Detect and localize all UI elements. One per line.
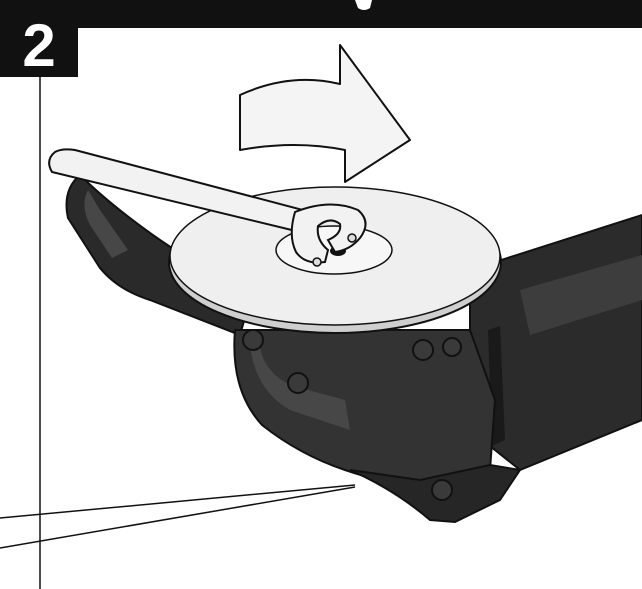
wrench-head bbox=[290, 203, 367, 264]
callout-line-1 bbox=[0, 484, 356, 519]
callout-line-2 bbox=[0, 486, 356, 549]
side-handle-highlight bbox=[84, 190, 128, 258]
grinder-housing-highlight bbox=[520, 255, 642, 335]
gear-head-highlight bbox=[250, 345, 350, 430]
spanner-wrench bbox=[48, 148, 367, 267]
rotation-arrow-icon bbox=[239, 44, 411, 183]
wrench-pin-2 bbox=[347, 233, 357, 243]
screw-2 bbox=[412, 339, 434, 361]
screw-3 bbox=[287, 372, 309, 394]
wrench-pin-1 bbox=[312, 257, 322, 267]
screw-4 bbox=[431, 479, 453, 501]
screw-5 bbox=[442, 337, 462, 357]
step-number-badge: 2 bbox=[0, 15, 78, 77]
header-bar bbox=[0, 0, 642, 28]
step-number: 2 bbox=[22, 12, 56, 79]
screw-1 bbox=[242, 329, 264, 351]
header-fragment bbox=[355, 0, 372, 10]
